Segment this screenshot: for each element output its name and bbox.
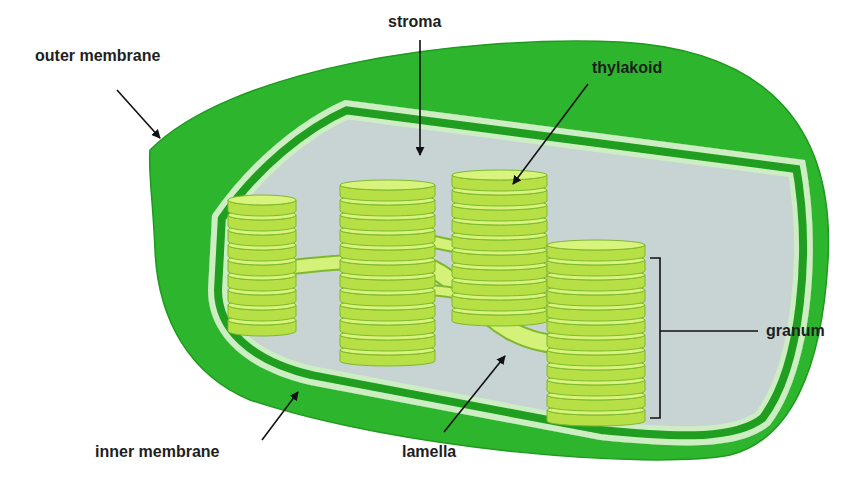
cut-face [208,100,813,445]
lamellae [270,240,570,345]
granum-stack [452,170,547,326]
granum-stack [340,180,435,366]
outer-membrane-body [150,41,829,460]
part-label: inner membrane [95,442,219,462]
granum-stack [547,240,645,426]
part-label: outer membrane [35,46,160,66]
part-label: thylakoid [592,58,662,78]
leader-lines [117,40,758,440]
part-label: granum [766,321,825,341]
granum-stack [228,195,296,336]
part-label: stroma [388,12,441,32]
part-label: lamella [402,442,456,462]
